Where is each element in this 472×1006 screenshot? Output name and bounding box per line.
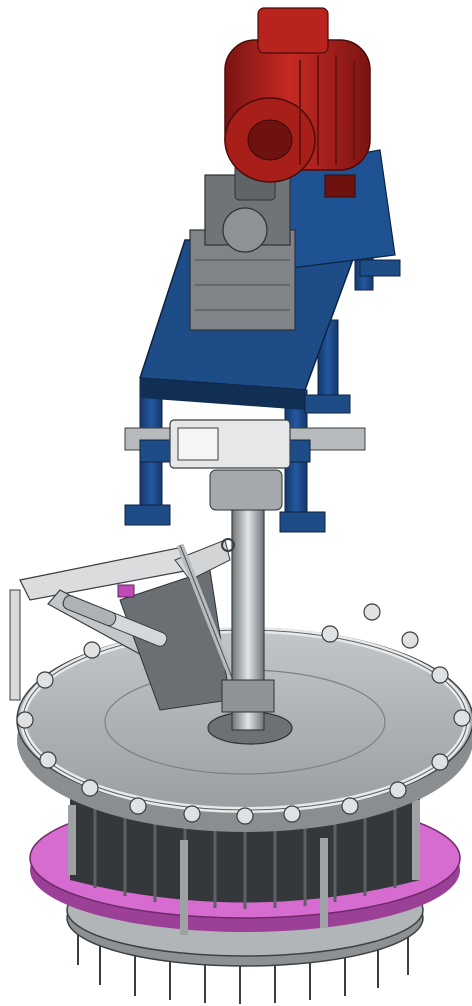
linkage-arms — [9, 539, 246, 711]
central-shaft — [209, 469, 283, 731]
electric-motor — [224, 7, 371, 198]
gearbox — [189, 159, 296, 331]
